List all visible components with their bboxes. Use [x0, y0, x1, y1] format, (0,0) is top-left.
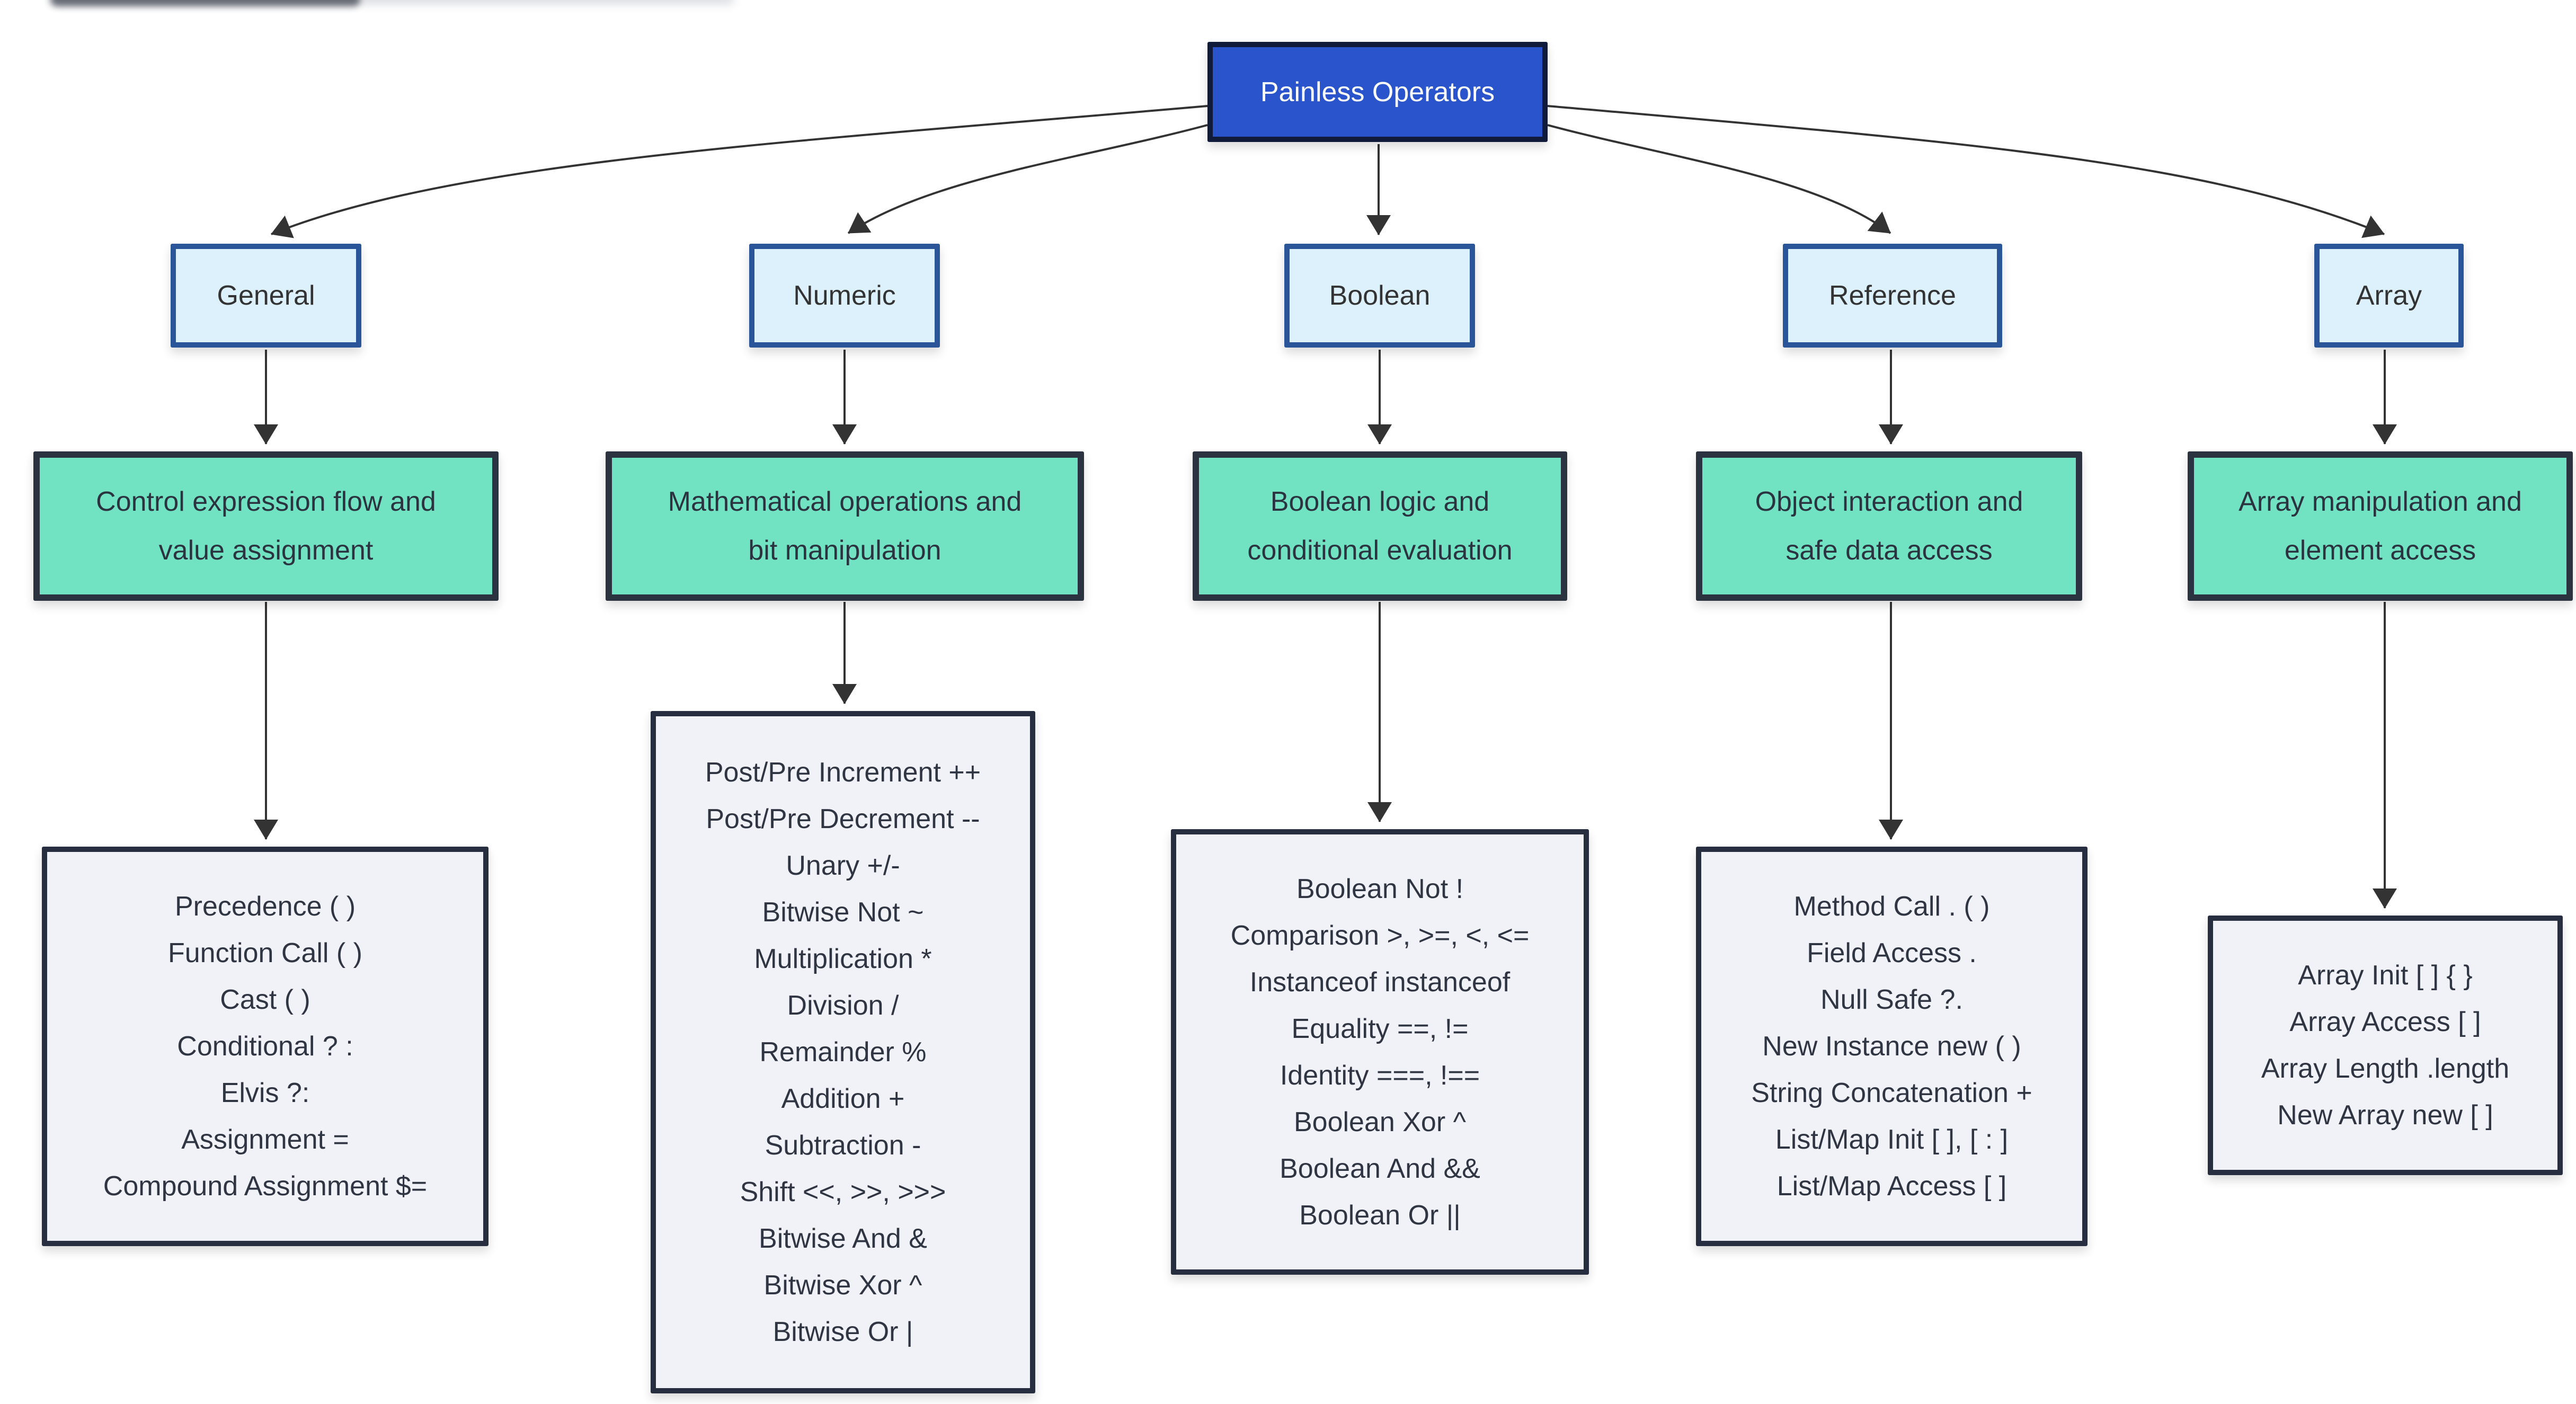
operator-line: String Concatenation +: [1751, 1078, 2032, 1108]
operator-line: Addition +: [781, 1083, 905, 1114]
operator-line: Identity ===, !==: [1280, 1060, 1480, 1091]
summary-line: safe data access: [1786, 535, 1993, 566]
root-node-painless-operators: Painless Operators: [1207, 42, 1548, 142]
operator-line: Precedence ( ): [174, 891, 356, 922]
category-node-reference: Reference: [1783, 244, 2002, 348]
operator-line: Elvis ?:: [220, 1078, 310, 1108]
category-node-array: Array: [2314, 244, 2464, 348]
operator-line: Post/Pre Increment ++: [705, 757, 981, 788]
root-node-label: Painless Operators: [1260, 76, 1495, 108]
summary-node-boolean: Boolean logic and conditional evaluation: [1193, 451, 1567, 601]
detail-node-general: Precedence ( ) Function Call ( ) Cast ( ) C…: [42, 847, 488, 1246]
summary-line: bit manipulation: [748, 535, 941, 566]
category-label: Array: [2356, 280, 2422, 311]
edge-root-numeric: [847, 124, 1208, 234]
category-node-numeric: Numeric: [749, 244, 940, 348]
operator-line: Remainder %: [759, 1037, 927, 1068]
operator-line: Null Safe ?.: [1820, 984, 1963, 1015]
detail-node-array: Array Init [ ] { } Array Access [ ] Array …: [2208, 916, 2563, 1175]
summary-line: Array manipulation and: [2239, 486, 2522, 517]
category-node-general: General: [171, 244, 361, 348]
operator-line: New Array new [ ]: [2277, 1100, 2493, 1131]
summary-line: value assignment: [158, 535, 374, 566]
operator-line: Boolean And &&: [1280, 1153, 1480, 1184]
summary-node-numeric: Mathematical operations and bit manipulat…: [606, 451, 1084, 601]
edge-root-reference: [1547, 124, 1891, 234]
operator-line: Field Access .: [1807, 938, 1977, 968]
operator-line: Comparison >, >=, <, <=: [1230, 920, 1530, 951]
operator-line: Multiplication *: [754, 944, 932, 974]
operator-line: Bitwise Not ~: [762, 897, 924, 928]
detail-node-numeric: Post/Pre Increment ++ Post/Pre Decrement …: [651, 711, 1035, 1393]
operator-line: Cast ( ): [220, 984, 310, 1015]
category-label: General: [217, 280, 315, 311]
detail-node-boolean: Boolean Not ! Comparison >, >=, <, <= Inst…: [1171, 829, 1589, 1275]
operator-line: Array Init [ ] { }: [2298, 960, 2473, 991]
operator-line: Shift <<, >>, >>>: [740, 1177, 946, 1207]
operator-line: Boolean Or ||: [1299, 1199, 1461, 1231]
category-label: Numeric: [793, 280, 896, 311]
operator-line: List/Map Init [ ], [ : ]: [1775, 1124, 2009, 1155]
top-edge-shadow-artifact: [50, 0, 734, 3]
operator-line: Subtraction -: [765, 1130, 921, 1161]
summary-node-array: Array manipulation and element access: [2188, 451, 2573, 601]
edge-root-array: [1547, 105, 2385, 238]
operator-line: Bitwise Or |: [772, 1317, 913, 1347]
summary-node-reference: Object interaction and safe data access: [1696, 451, 2082, 601]
summary-line: Boolean logic and: [1270, 486, 1490, 517]
operator-line: Equality ==, !=: [1291, 1013, 1469, 1044]
category-node-boolean: Boolean: [1284, 244, 1475, 348]
operator-line: New Instance new ( ): [1762, 1031, 2021, 1062]
category-label: Boolean: [1329, 280, 1431, 311]
operator-line: Assignment =: [181, 1124, 349, 1155]
edge-root-general: [271, 105, 1208, 238]
operator-line: List/Map Access [ ]: [1776, 1171, 2007, 1202]
operator-line: Method Call . ( ): [1793, 891, 1990, 922]
operator-line: Conditional ? :: [177, 1031, 353, 1062]
detail-node-reference: Method Call . ( ) Field Access . Null Safe…: [1696, 847, 2088, 1246]
summary-line: conditional evaluation: [1247, 535, 1513, 566]
operator-line: Array Access [ ]: [2289, 1007, 2481, 1037]
operator-line: Post/Pre Decrement --: [706, 804, 980, 834]
summary-line: element access: [2284, 535, 2476, 566]
operator-line: Instanceof instanceof: [1249, 966, 1511, 998]
summary-line: Mathematical operations and: [668, 486, 1022, 517]
category-label: Reference: [1829, 280, 1956, 311]
summary-node-general: Control expression flow and value assignm…: [33, 451, 499, 601]
operator-line: Bitwise And &: [759, 1223, 927, 1254]
operator-line: Boolean Not !: [1296, 873, 1464, 904]
operator-line: Unary +/-: [786, 850, 900, 881]
summary-line: Control expression flow and: [96, 486, 436, 517]
operator-line: Bitwise Xor ^: [763, 1270, 922, 1301]
top-edge-artifact: [50, 0, 360, 6]
operator-line: Boolean Xor ^: [1293, 1106, 1467, 1138]
summary-line: Object interaction and: [1755, 486, 2023, 517]
operator-line: Function Call ( ): [168, 938, 362, 968]
operator-line: Array Length .length: [2261, 1053, 2510, 1084]
operator-line: Compound Assignment $=: [103, 1171, 428, 1202]
operator-line: Division /: [787, 990, 899, 1021]
